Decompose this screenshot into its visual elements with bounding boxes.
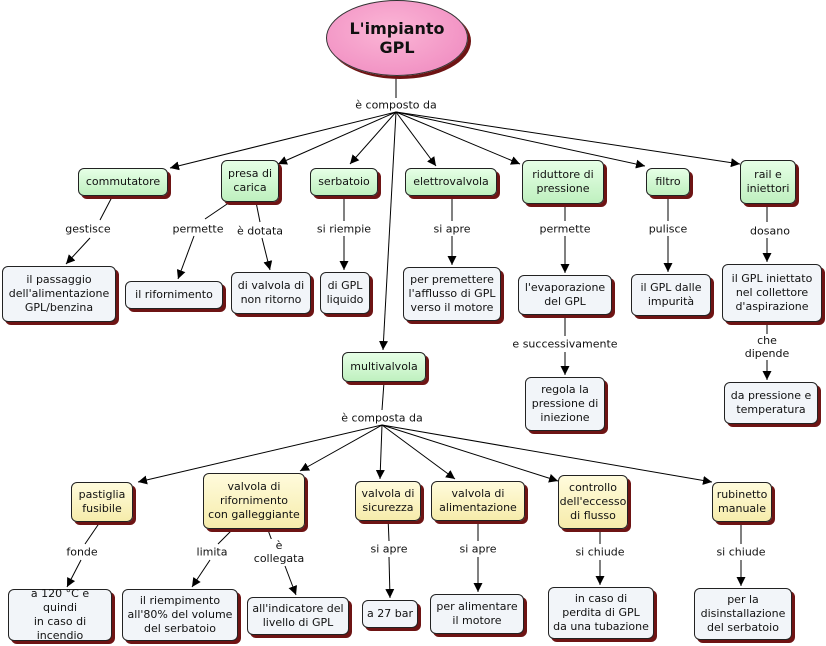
node-pressione-temperatura[interactable]: da pressione e temperatura: [724, 382, 818, 424]
link-label-chiude-controllo: si chiude: [573, 545, 627, 559]
link-label-pulisce: pulisce: [646, 222, 690, 236]
arrow-to-passaggio: [65, 237, 91, 265]
node-valvola-alimentazione[interactable]: valvola di alimentazione: [431, 481, 525, 521]
node-elettrovalvola[interactable]: elettrovalvola: [405, 168, 497, 196]
link-label-permette-riduttore: permette: [537, 222, 593, 236]
node-27-bar[interactable]: a 27 bar: [362, 600, 418, 628]
node-multivalvola[interactable]: multivalvola: [342, 352, 426, 382]
connector-sicurezza: [387, 516, 390, 542]
arrow-to-multivalvola: [378, 111, 397, 351]
node-valvola-sicurezza[interactable]: valvola di sicurezza: [355, 481, 421, 521]
arrow-to-presa-carica: [277, 111, 397, 165]
arrow-to-riempimento: [191, 559, 211, 588]
node-gpl-liquido[interactable]: di GPL liquido: [320, 272, 370, 314]
node-controllo-flusso[interactable]: controllo dell'eccesso di flusso: [558, 475, 628, 529]
link-label-apre-sicurezza: si apre: [368, 542, 410, 556]
arrow-to-rail: [395, 111, 741, 168]
arrow-to-pastiglia: [137, 424, 383, 485]
node-regola-pressione[interactable]: regola la pressione di iniezione: [525, 377, 605, 431]
link-label-chiude-rubinetto: si chiude: [714, 545, 768, 559]
arrow-to-riduttore: [395, 111, 521, 165]
link-label-fonde: fonde: [64, 545, 100, 559]
connector-pastiglia: [84, 521, 101, 545]
arrow-to-temp-120: [66, 559, 82, 588]
node-riduttore-di-pressione[interactable]: riduttore di pressione: [522, 160, 604, 204]
link-label-dotata: è dotata: [234, 224, 286, 238]
node-evaporazione-gpl[interactable]: l'evaporazione del GPL: [518, 275, 612, 315]
arrow-to-elettrovalvola: [395, 111, 437, 167]
node-afflusso-gpl[interactable]: per premettere l'afflusso di GPL verso i…: [403, 267, 501, 321]
arrow-to-filtro: [395, 111, 646, 169]
link-label-riempie: si riempie: [314, 222, 374, 236]
arrow-to-27-bar: [385, 556, 395, 599]
arrow-to-commutatore: [169, 111, 397, 171]
node-disinstallazione[interactable]: per la disinstallazione del serbatoio: [694, 588, 792, 640]
node-gpl-iniettato[interactable]: il GPL iniettato nel collettore d'aspira…: [722, 264, 822, 322]
connector-presa-permette: [204, 201, 231, 220]
arrow-to-valvola-sicurezza: [375, 424, 385, 480]
node-passaggio-alimentazione[interactable]: il passaggio dell'alimentazione GPL/benz…: [2, 266, 116, 322]
link-label-apre-alimentazione: si apre: [457, 542, 499, 556]
node-pastiglia-fusibile[interactable]: pastiglia fusibile: [71, 482, 133, 522]
node-indicatore-livello[interactable]: all'indicatore del livello di GPL: [247, 597, 349, 635]
link-label-limita: limita: [194, 545, 230, 559]
link-label-dipende: che dipende: [737, 334, 797, 360]
link-label-successivamente: e successivamente: [510, 337, 620, 351]
node-valvola-rifornimento[interactable]: valvola di rifornimento con galleggiante: [203, 473, 305, 529]
root-node-impianto-gpl[interactable]: L'impianto GPL: [326, 0, 468, 76]
node-rubinetto-manuale[interactable]: rubinetto manuale: [712, 482, 772, 522]
arrow-to-valvola-alimentazione: [381, 424, 456, 480]
arrow-to-rubinetto: [381, 424, 713, 485]
node-rifornimento[interactable]: il rifornimento: [125, 281, 223, 309]
connector-limita: [217, 529, 233, 545]
arrow-to-controllo-flusso: [381, 424, 559, 483]
link-label-apre-elettro: si apre: [431, 222, 473, 236]
node-perdita-gpl[interactable]: in caso di perdita di GPL da una tubazio…: [548, 587, 654, 639]
node-commutatore[interactable]: commutatore: [78, 168, 168, 196]
node-serbatoio[interactable]: serbatoio: [310, 168, 378, 196]
link-label-gestisce: gestisce: [63, 222, 113, 236]
arrow-to-valvola-non-ritorno: [261, 237, 273, 271]
connector-presa-dotata: [255, 201, 261, 223]
connector-commutatore: [99, 196, 113, 221]
link-label-permette-presa: permette: [170, 222, 226, 236]
node-temp-120[interactable]: a 120 °C e quindi in caso di incendio: [8, 587, 112, 642]
link-label-composta-da: è composta da: [339, 411, 425, 425]
link-label-composto-da: è composto da: [353, 98, 439, 112]
arrow-to-rifornimento: [176, 235, 195, 280]
node-filtro[interactable]: filtro: [646, 168, 690, 196]
arrow-to-valvola-rifornimento: [299, 424, 383, 472]
node-riempimento[interactable]: il riempimento all'80% del volume del se…: [122, 589, 238, 641]
arrow-to-serbatoio: [349, 111, 397, 165]
link-label-collegata: è collegata: [251, 539, 307, 565]
node-gpl-impurita[interactable]: il GPL dalle impurità: [631, 274, 711, 316]
link-label-dosano: dosano: [748, 224, 792, 238]
connector-multivalvola: [381, 381, 385, 411]
arrow-to-indicatore: [284, 565, 298, 596]
node-presa-di-carica[interactable]: presa di carica: [221, 160, 279, 202]
node-alimentare-motore[interactable]: per alimentare il motore: [430, 594, 524, 634]
node-rail-e-iniettori[interactable]: rail e iniettori: [740, 160, 796, 204]
node-valvola-non-ritorno[interactable]: di valvola di non ritorno: [231, 272, 311, 314]
